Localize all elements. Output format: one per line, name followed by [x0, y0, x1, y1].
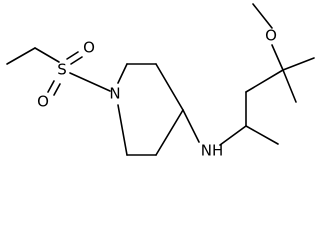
bond-s-o-top-1 — [66, 51, 79, 60]
bond-quaternary-c-methyl-right — [282, 57, 315, 71]
bond-ring-c3-c4 — [155, 63, 184, 111]
molecule-structure-canvas: S O O N NH O — [6, 3, 315, 160]
bond-quaternary-c-methyl-bottom — [282, 69, 297, 103]
bond-s-o-top-2 — [70, 56, 83, 65]
bond-ring-c6-n — [117, 104, 128, 156]
atom-ring-nitrogen: N — [109, 85, 120, 103]
bond-ring-c4-c5 — [155, 109, 184, 156]
bond-o-methyl — [252, 3, 273, 29]
bond-ethyl-ch2-s — [34, 47, 60, 63]
bond-ethyl-ch3-ch2 — [6, 47, 36, 65]
molecule-svg: S O O N NH O — [6, 3, 315, 160]
bond-ring-n-c2 — [117, 63, 128, 84]
atom-amine-nh: NH — [201, 142, 224, 160]
bond-quaternary-c-o — [271, 44, 284, 71]
atom-sulfur: S — [57, 61, 67, 79]
bond-s-o-bottom-2 — [53, 83, 61, 96]
bond-ch-methyl — [245, 125, 279, 145]
atom-oxygen-top: O — [83, 39, 95, 57]
bond-s-n — [69, 72, 111, 92]
bond-ch2-quaternary-c — [245, 69, 284, 93]
atom-methoxy-oxygen: O — [265, 27, 277, 45]
atom-oxygen-bottom: O — [37, 93, 49, 111]
bond-nh-ch — [219, 125, 247, 146]
bond-s-o-bottom-1 — [47, 80, 55, 93]
bond-ring-c4-nh — [182, 109, 200, 143]
